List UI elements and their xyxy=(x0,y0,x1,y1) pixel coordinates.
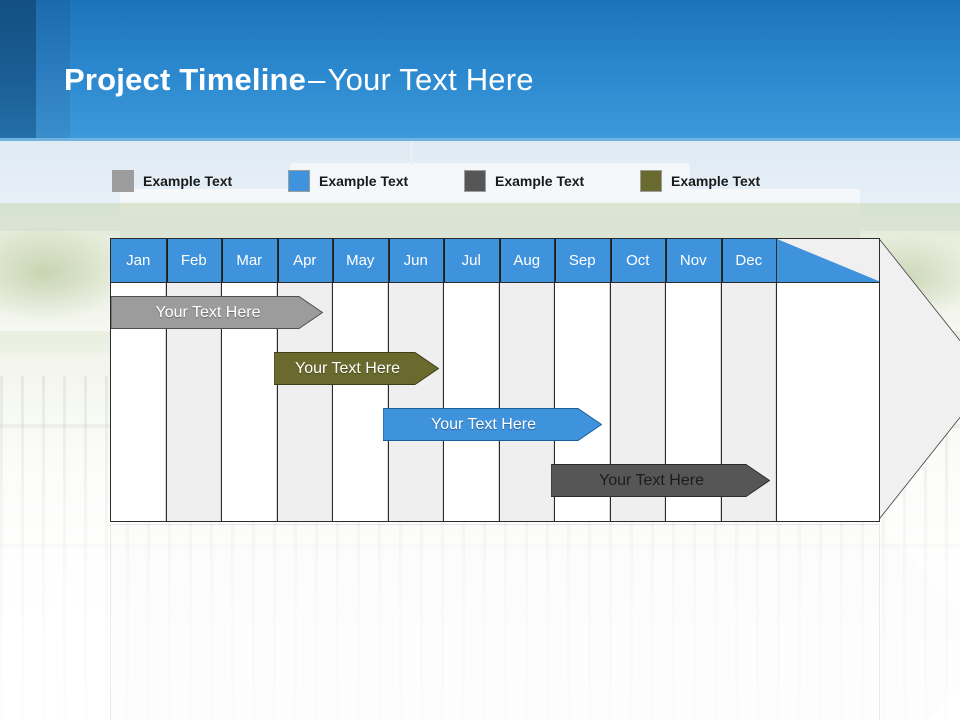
timeline-task-bar[interactable]: Your Text Here xyxy=(274,352,439,385)
timeline-month-column: Aug xyxy=(499,239,555,521)
timeline-header-separator xyxy=(333,239,334,282)
timeline-header-separator xyxy=(610,239,612,282)
timeline-arrow-tip xyxy=(878,238,960,520)
timeline-month-header-apr[interactable]: Apr xyxy=(277,239,332,282)
timeline-header-separator xyxy=(666,239,667,282)
legend: Example Text Example Text Example Text Exam… xyxy=(112,169,812,193)
timeline-month-header-jun[interactable]: Jun xyxy=(388,239,443,282)
page-title: Project Timeline–Your Text Here xyxy=(64,60,534,100)
slide-header: Project Timeline–Your Text Here xyxy=(0,0,960,141)
timeline-task-bar[interactable]: Your Text Here xyxy=(551,464,770,497)
header-background xyxy=(0,0,960,141)
page-title-dash: – xyxy=(308,62,326,97)
timeline-task-bar-arrow-icon xyxy=(111,296,323,329)
page-title-light: Your Text Here xyxy=(327,62,534,97)
timeline-task-bar[interactable]: Your Text Here xyxy=(111,296,323,329)
timeline-header-separator xyxy=(499,239,501,282)
legend-swatch-icon xyxy=(640,170,662,192)
timeline-month-header-nov[interactable]: Nov xyxy=(666,239,721,282)
timeline-header-separator xyxy=(277,239,279,282)
timeline-task-bar-label: Your Text Here xyxy=(431,415,536,433)
legend-item-label: Example Text xyxy=(495,173,585,189)
timeline-month-header-sep[interactable]: Sep xyxy=(555,239,610,282)
legend-item-label: Example Text xyxy=(319,173,409,189)
timeline-month-header-may[interactable]: May xyxy=(333,239,388,282)
timeline-month-column: Jun xyxy=(388,239,444,521)
timeline-task-bar-arrow-icon xyxy=(274,352,439,385)
legend-swatch-icon xyxy=(288,170,310,192)
timeline-month-header-feb[interactable]: Feb xyxy=(166,239,221,282)
timeline-header-separator xyxy=(721,239,723,282)
timeline-header-separator xyxy=(222,239,223,282)
legend-item-label: Example Text xyxy=(671,173,761,189)
timeline-month-body xyxy=(499,282,554,521)
timeline-month-column: Jul xyxy=(444,239,500,521)
timeline-month-body xyxy=(444,282,499,521)
legend-swatch-icon xyxy=(112,170,134,192)
timeline-month-header-dec[interactable]: Dec xyxy=(721,239,776,282)
timeline-month-body xyxy=(388,282,443,521)
timeline-header-separator xyxy=(388,239,390,282)
timeline-month-header-oct[interactable]: Oct xyxy=(610,239,665,282)
timeline-header-separator xyxy=(444,239,445,282)
timeline-task-bar-label: Your Text Here xyxy=(295,359,400,377)
timeline-month-header-mar[interactable]: Mar xyxy=(222,239,277,282)
legend-item[interactable]: Example Text xyxy=(640,169,760,193)
timeline-header-wedge xyxy=(777,239,879,282)
legend-item-label: Example Text xyxy=(143,173,233,189)
timeline-month-column: May xyxy=(333,239,389,521)
timeline-header-rule xyxy=(111,282,879,283)
page-title-strong: Project Timeline xyxy=(64,62,307,97)
timeline-task-bar[interactable]: Your Text Here xyxy=(383,408,602,441)
timeline-header-separator xyxy=(555,239,556,282)
timeline-month-header-jul[interactable]: Jul xyxy=(444,239,499,282)
timeline-header-separator xyxy=(166,239,168,282)
timeline-task-bar-arrow-icon xyxy=(551,464,770,497)
timeline-month-body xyxy=(333,282,388,521)
legend-swatch-icon xyxy=(464,170,486,192)
timeline-month-header-jan[interactable]: Jan xyxy=(111,239,166,282)
legend-item[interactable]: Example Text xyxy=(288,169,408,193)
timeline-task-bar-arrow-icon xyxy=(383,408,602,441)
legend-item[interactable]: Example Text xyxy=(464,169,584,193)
timeline-task-bar-label: Your Text Here xyxy=(599,471,704,489)
legend-item[interactable]: Example Text xyxy=(112,169,232,193)
header-accent-band-dark xyxy=(0,0,36,141)
timeline-task-bar-label: Your Text Here xyxy=(155,303,261,321)
header-underline xyxy=(0,138,960,141)
timeline-month-header-aug[interactable]: Aug xyxy=(499,239,554,282)
